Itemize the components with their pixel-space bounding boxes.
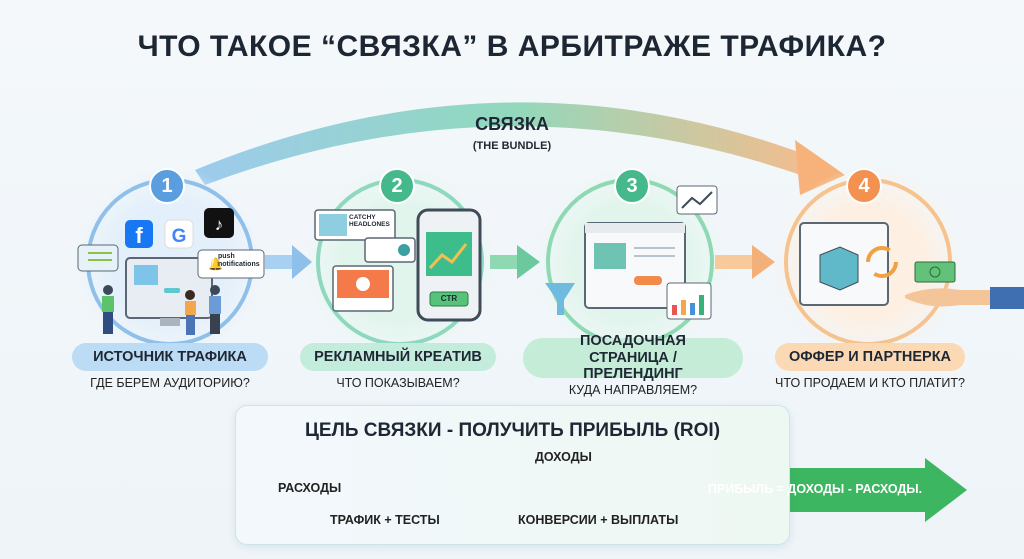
goal-title: ЦЕЛЬ СВЯЗКИ - ПОЛУЧИТЬ ПРИБЫЛЬ (ROI) <box>304 420 721 441</box>
svg-text:♪: ♪ <box>215 215 224 234</box>
catchy-headlines-label: CATCHY HEADLONES <box>349 214 390 229</box>
trend-up-icon <box>428 243 468 270</box>
people-icon <box>102 285 221 335</box>
step-2-label: РЕКЛАМНЫЙ КРЕАТИВ <box>300 343 496 371</box>
bundle-label: СВЯЗКА <box>475 114 549 134</box>
step-1-question: ГДЕ БЕРЕМ АУДИТОРИЮ? <box>90 376 250 390</box>
bundle-sublabel: (THE BUNDLE) <box>472 140 552 152</box>
chat-bubble-icon <box>77 244 119 272</box>
tiktok-icon <box>204 208 234 238</box>
offer-illustration <box>799 222 1024 309</box>
step-badges <box>149 168 882 204</box>
income-detail: КОНВЕРСИИ + ВЫПЛАТЫ <box>518 513 679 527</box>
cycle-icon <box>866 246 898 278</box>
hand-icon <box>905 288 1000 307</box>
play-icon <box>398 244 410 256</box>
ad-creative-illustration <box>314 208 482 322</box>
arrow-1-2 <box>265 245 312 279</box>
funnel-icon <box>545 283 575 315</box>
bundle-arc-arrow <box>195 102 845 195</box>
arrow-3-4 <box>715 245 775 279</box>
step-1-label: ИСТОЧНИК ТРАФИКА <box>72 343 268 371</box>
expenses-label: РАСХОДЫ <box>278 481 342 495</box>
step-2-question: ЧТО ПОКАЗЫВАЕМ? <box>336 376 460 390</box>
goal-panel <box>235 405 790 545</box>
step-3-number: 3 <box>626 175 638 197</box>
profit-formula: ПРИБЫЛЬ = ДОХОДЫ - РАСХОДЫ. <box>707 482 923 496</box>
traffic-sources-illustration: f G ♪ 🔔 <box>77 208 265 335</box>
svg-text:f: f <box>135 223 143 248</box>
step-3-label: ПОСАДОЧНАЯ СТРАНИЦА / ПРЕЛЕНДИНГ <box>523 333 743 382</box>
step-2-number: 2 <box>391 175 403 197</box>
image-icon <box>319 214 347 236</box>
facebook-icon <box>125 220 153 248</box>
arrow-2-3 <box>490 245 540 279</box>
page-title: ЧТО ТАКОЕ “СВЯЗКА” В АРБИТРАЖЕ ТРАФИКА? <box>137 30 887 63</box>
google-icon <box>164 219 194 249</box>
bell-icon: 🔔 <box>208 257 223 271</box>
box-icon <box>819 246 859 291</box>
step-4-label: ОФФЕР И ПАРТНЕРКА <box>775 343 965 371</box>
ctr-label: CTR <box>440 294 458 303</box>
step-4-question: ЧТО ПРОДАЕМ И КТО ПЛАТИТ? <box>775 376 965 390</box>
step-3-question: КУДА НАПРАВЛЯЕМ? <box>568 383 698 397</box>
income-label: ДОХОДЫ <box>535 450 592 464</box>
line-chart-icon <box>676 185 718 215</box>
bar-chart-icon <box>666 282 712 320</box>
money-bill-icon <box>914 261 956 283</box>
expenses-detail: ТРАФИК + ТЕСТЫ <box>330 513 440 527</box>
svg-text:G: G <box>172 226 187 247</box>
step-1-number: 1 <box>161 175 173 197</box>
push-notifications-label: push notifications <box>218 253 260 268</box>
step-4-number: 4 <box>858 175 870 197</box>
landing-page-illustration <box>545 185 718 320</box>
